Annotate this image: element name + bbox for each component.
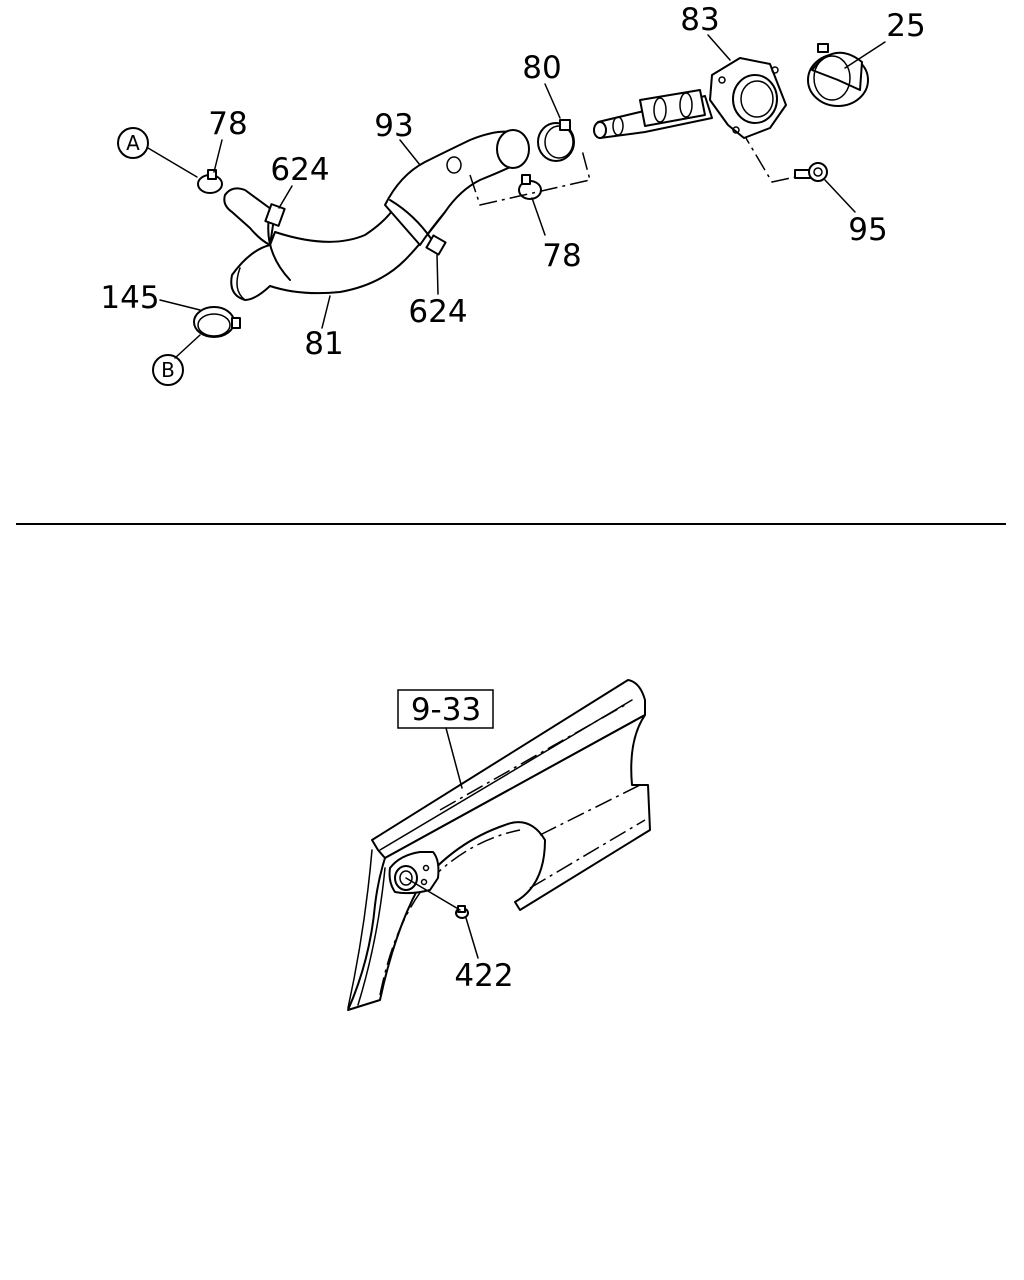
callout-145: 145	[100, 280, 159, 316]
leader-b	[174, 334, 201, 359]
leader-78-top	[213, 139, 223, 173]
callout-25: 25	[886, 8, 925, 44]
hose-strap-624-right	[389, 199, 447, 256]
leader-80	[544, 83, 561, 119]
leader-81	[321, 295, 331, 329]
filler-hose-93	[384, 129, 530, 246]
reference-box-9-33: 9-33	[397, 689, 494, 729]
callout-78-top: 78	[208, 106, 247, 142]
assembly-line-hose-neck	[469, 149, 591, 206]
screw-95	[794, 162, 828, 182]
callout-78-bottom: 78	[542, 238, 581, 274]
leader-9-33	[445, 727, 463, 789]
leader-145	[159, 299, 201, 311]
reference-b-label: B	[161, 358, 175, 382]
leader-83	[707, 34, 731, 61]
leader-78-bottom	[531, 197, 546, 236]
callout-93: 93	[374, 108, 413, 144]
leader-624-bottom	[436, 254, 439, 295]
assembly-line-neck-screw	[739, 127, 801, 183]
callout-624-bottom: 624	[408, 294, 467, 330]
callout-81: 81	[304, 326, 343, 362]
leader-422	[465, 917, 479, 959]
leader-624-left	[278, 185, 293, 209]
reference-marker-b: B	[152, 354, 184, 386]
filler-neck-83	[593, 57, 787, 139]
grommet-422	[455, 905, 469, 919]
leader-95	[824, 179, 856, 213]
callout-422: 422	[454, 958, 513, 994]
leader-25	[844, 41, 886, 69]
callout-83: 83	[680, 2, 719, 38]
reference-a-label: A	[126, 131, 140, 155]
rear-side-panel	[347, 679, 651, 1011]
leader-422-to-lid	[405, 877, 461, 911]
callout-95: 95	[848, 212, 887, 248]
callout-80: 80	[522, 50, 561, 86]
leader-a	[147, 147, 198, 178]
hose-clamp-80	[537, 119, 575, 162]
hose-clamp-78-top	[197, 169, 223, 194]
leader-93	[399, 139, 421, 166]
reference-marker-a: A	[117, 127, 149, 159]
callout-624-left: 624	[270, 152, 329, 188]
fuel-cap-25	[807, 43, 869, 107]
hose-strap-624-left	[264, 203, 291, 281]
callout-9-33: 9-33	[411, 692, 481, 728]
hose-clamp-145	[193, 306, 241, 338]
